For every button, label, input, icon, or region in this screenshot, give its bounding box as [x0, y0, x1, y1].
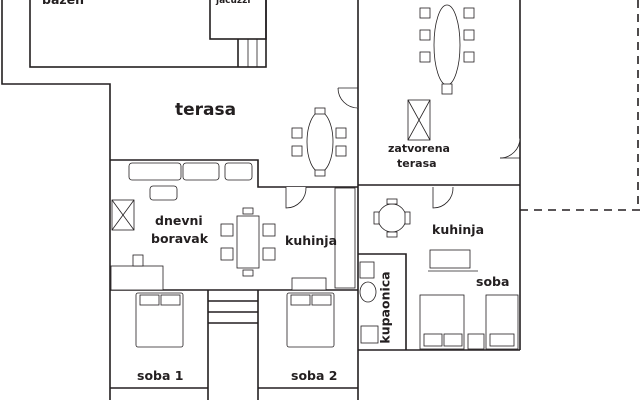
- room-label-living-1: dnevni: [155, 213, 203, 228]
- furniture: [110, 4, 519, 350]
- room-label-kitchen-left: kuhinja: [285, 233, 338, 248]
- room-label-room-right: soba: [476, 274, 510, 289]
- room-label-living-2: boravak: [151, 231, 209, 246]
- jacuzzi-steps: [237, 39, 258, 67]
- room-label-closed-terrace-1: zatvorena: [388, 142, 450, 155]
- room-label-terrace: terasa: [175, 100, 237, 120]
- pool: [29, 0, 267, 68]
- stairs: [208, 300, 258, 324]
- room-label-room-1: soba 1: [137, 368, 184, 383]
- room-label-closed-terrace-2: terasa: [397, 157, 437, 170]
- doors: [285, 87, 521, 209]
- room-label-pool: bazen: [42, 0, 84, 7]
- room-label-bathroom: kupaonica: [377, 271, 393, 344]
- room-label-room-2: soba 2: [291, 368, 338, 383]
- room-label-jacuzzi: jacuzzi: [216, 0, 251, 6]
- room-label-kitchen-right: kuhinja: [432, 222, 485, 237]
